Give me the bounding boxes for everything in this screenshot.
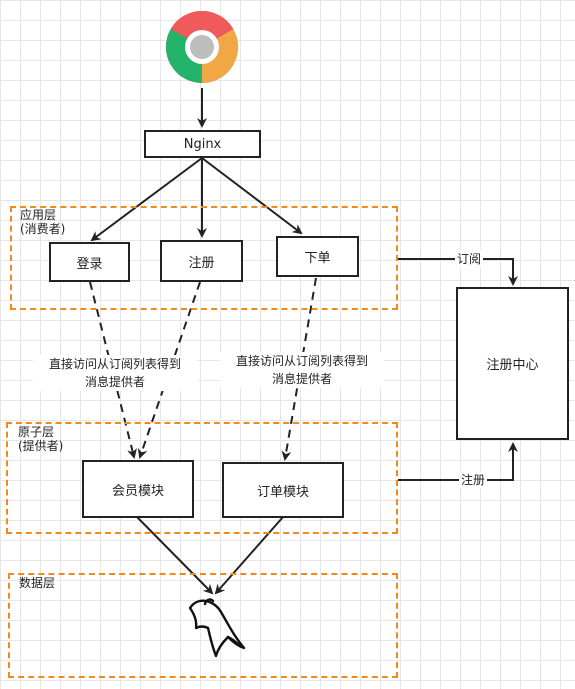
application-layer-title: 应用层 [20, 208, 57, 222]
right-access-note-line2: 消息提供者 [271, 372, 332, 386]
order-to-db-line [214, 516, 284, 595]
register-edge-label: 注册 [459, 471, 488, 488]
chrome-browser-icon [165, 10, 239, 84]
data-layer [8, 573, 398, 678]
nginx-to-login-arrow [90, 157, 203, 242]
atom-layer-title: 原子层 [18, 425, 55, 439]
atom-layer-label: 原子层 (提供者) [18, 425, 63, 453]
order-node: 下单 [276, 236, 359, 277]
registry-center-node: 注册中心 [456, 287, 569, 440]
register-arrow [398, 442, 518, 481]
member-to-db-line [136, 516, 214, 595]
application-layer-subtitle: (消费者) [20, 222, 66, 236]
left-access-note: 直接访问从订阅列表得到 消息提供者 [33, 355, 197, 391]
nginx-node: Nginx [144, 130, 261, 158]
right-access-note: 直接访问从订阅列表得到 消息提供者 [220, 352, 384, 388]
application-layer [10, 206, 398, 310]
subscribe-edge-label: 订阅 [455, 250, 484, 267]
data-layer-title: 数据层 [19, 576, 56, 590]
atom-layer [6, 422, 398, 534]
atom-layer-subtitle: (提供者) [18, 439, 64, 453]
order-module-node: 订单模块 [222, 462, 344, 518]
register-to-member-dashed-arrow [137, 281, 201, 459]
data-layer-label: 数据层 [19, 576, 55, 590]
left-access-note-line2: 消息提供者 [84, 375, 145, 389]
left-access-note-line1: 直接访问从订阅列表得到 [48, 357, 181, 371]
subscribe-arrow [398, 258, 518, 286]
login-node: 登录 [49, 242, 130, 282]
right-access-note-line1: 直接访问从订阅列表得到 [235, 354, 368, 368]
member-module-node: 会员模块 [82, 460, 194, 518]
mysql-dolphin-icon [188, 598, 246, 658]
register-node: 注册 [160, 240, 243, 282]
application-layer-label: 应用层 (消费者) [20, 208, 65, 236]
nginx-to-order-arrow [201, 157, 303, 235]
